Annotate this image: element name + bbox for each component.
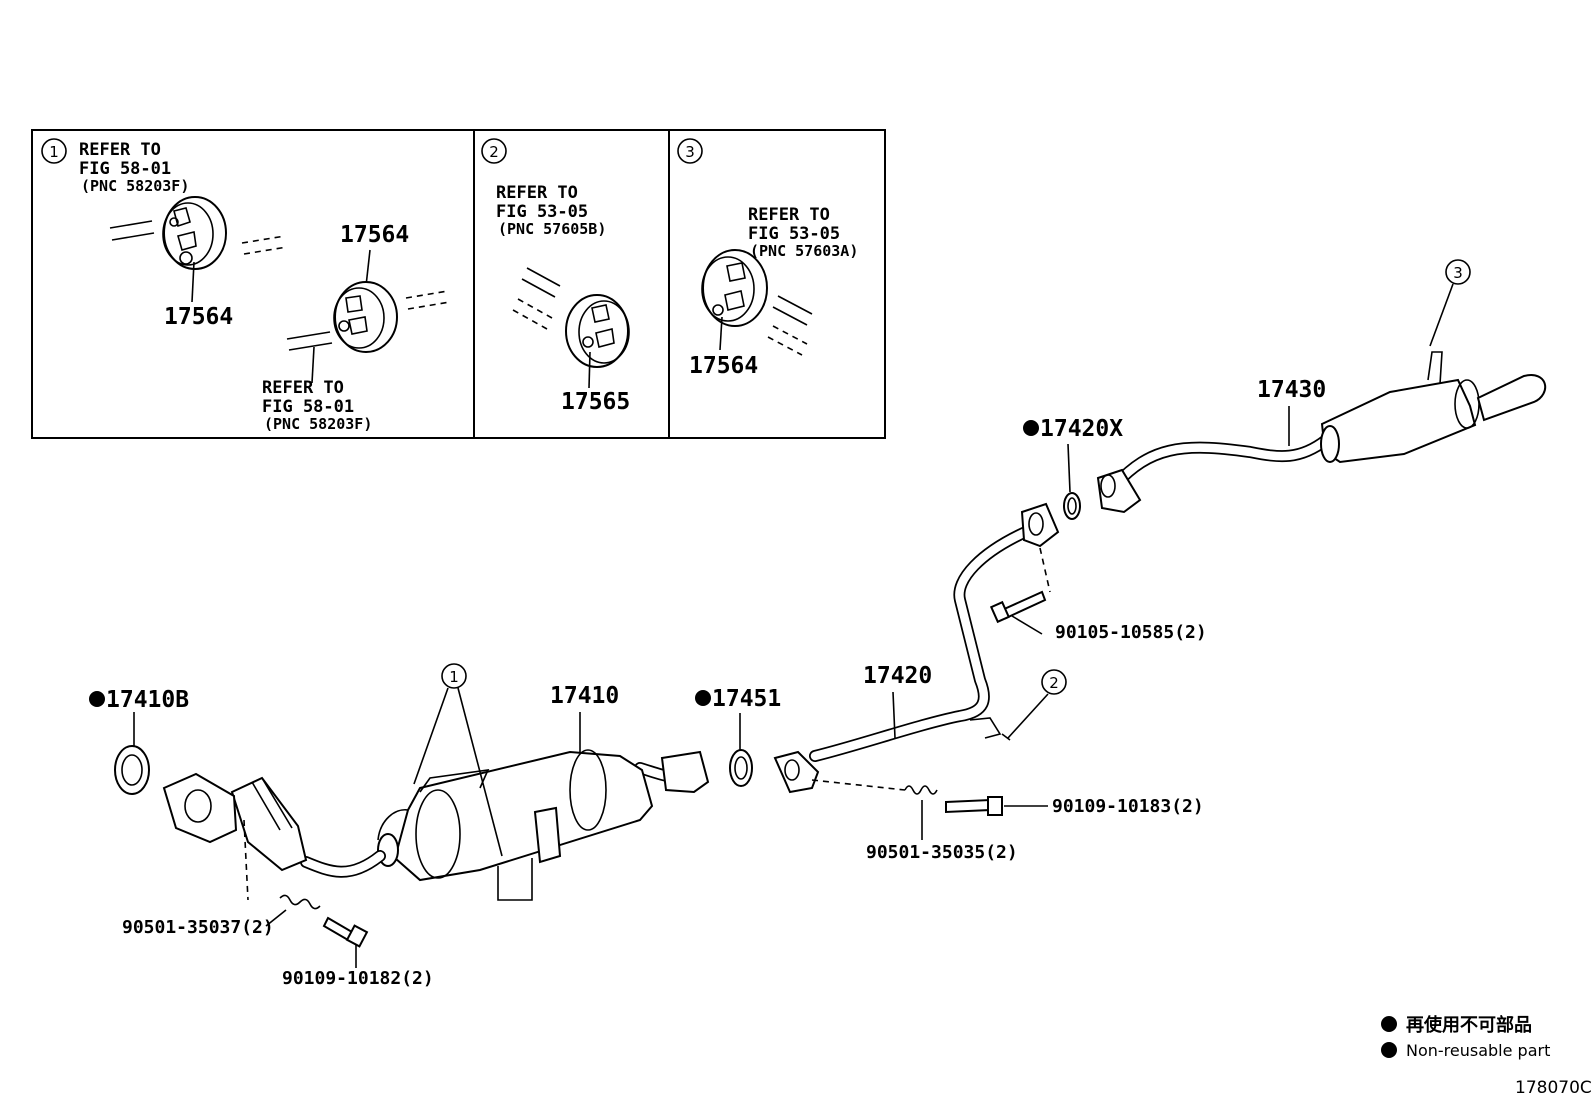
- leader-line: [413, 687, 449, 785]
- inset-1-part-a: 17564: [164, 304, 233, 330]
- part-17451: 17451: [712, 686, 781, 712]
- leader-line: [1429, 283, 1454, 347]
- leader-line: [1007, 693, 1049, 739]
- converter-body: [393, 750, 654, 882]
- spring-icon: [811, 779, 938, 795]
- bolt-icon: [989, 547, 1051, 624]
- inset-2-number: 2: [489, 143, 499, 161]
- inset-3-ref-line1: REFER TO: [748, 205, 830, 225]
- leader-line: [457, 687, 503, 857]
- rubber-hanger-icon: [565, 294, 630, 368]
- alignment-line: [243, 819, 249, 901]
- non-reusable-dot: [1023, 420, 1039, 436]
- callout-2-circle: [1041, 669, 1067, 695]
- inset-2-ref-line3: (PNC 57605B): [498, 220, 606, 238]
- converter-inlet-cone: [230, 776, 308, 872]
- fastener-90501-35035: 90501-35035(2): [866, 842, 1018, 863]
- callout-3-circle: [1445, 259, 1471, 285]
- leader-line: [265, 909, 287, 927]
- flange: [162, 772, 238, 844]
- inset-frame: [31, 129, 886, 439]
- leader-line: [719, 316, 723, 351]
- leader-line: [1067, 443, 1071, 493]
- non-reusable-dot: [89, 691, 105, 707]
- inset-1: 1 REFER TO FIG 58-01 (PNC 58203F) 17564 …: [41, 138, 451, 433]
- inset-3: 3 REFER TO FIG 53-05 (PNC 57603A) 17564: [677, 138, 858, 379]
- part-17410B: 17410B: [106, 687, 189, 713]
- inset-1-ref-b-line2: FIG 58-01: [262, 397, 354, 417]
- spring-icon: [279, 894, 321, 910]
- inset-panel: 1 REFER TO FIG 58-01 (PNC 58203F) 17564 …: [31, 129, 886, 439]
- part-17420: 17420: [863, 663, 932, 689]
- inset-1-ref-a-line3: (PNC 58203F): [81, 177, 189, 195]
- callout-1-number: 1: [449, 668, 459, 686]
- fastener-90109-10183: 90109-10183(2): [1052, 796, 1204, 817]
- leader-line: [365, 249, 371, 287]
- inset-1-ref-a-line2: FIG 58-01: [79, 159, 171, 179]
- part-17410: 17410: [550, 683, 619, 709]
- leader-line: [1011, 615, 1043, 635]
- inset-1-ref-b-line1: REFER TO: [262, 378, 344, 398]
- inset-2-ref-line1: REFER TO: [496, 183, 578, 203]
- inset-2-number-circle: [481, 138, 507, 164]
- hanger-rod-icon: [512, 267, 561, 330]
- inset-1-number: 1: [49, 143, 59, 161]
- non-reusable-dot: [1381, 1042, 1397, 1058]
- figure-id: 178070C: [1515, 1078, 1592, 1098]
- gasket-ring-icon: [114, 745, 150, 795]
- bolt-icon: [945, 796, 1003, 816]
- flange: [1020, 502, 1060, 548]
- non-reusable-dot: [695, 690, 711, 706]
- center-pipe-assembly: [773, 502, 1060, 794]
- leader-line: [191, 261, 195, 303]
- fastener-90109-10182: 90109-10182(2): [282, 968, 434, 989]
- inset-3-ref-line3: (PNC 57603A): [750, 242, 858, 260]
- gasket-ring-icon: [1063, 492, 1081, 520]
- tail-pipe-assembly: [1096, 351, 1547, 514]
- inset-2-ref-line2: FIG 53-05: [496, 202, 588, 222]
- inset-2-part: 17565: [561, 389, 630, 415]
- flange: [1096, 468, 1142, 514]
- inset-1-ref-a-line1: REFER TO: [79, 140, 161, 160]
- rubber-hanger-icon: [333, 281, 398, 353]
- fastener-90105-10585: 90105-10585(2): [1055, 622, 1207, 643]
- inset-3-part: 17564: [689, 353, 758, 379]
- leader-line: [311, 346, 315, 384]
- inset-3-ref-line2: FIG 53-05: [748, 224, 840, 244]
- bolt-icon: [322, 916, 369, 948]
- legend-english: Non-reusable part: [1406, 1041, 1550, 1060]
- rubber-hanger-icon: [162, 196, 227, 270]
- part-17430: 17430: [1257, 377, 1326, 403]
- inset-3-number-circle: [677, 138, 703, 164]
- legend: 再使用不可部品 Non-reusable part: [1381, 1014, 1550, 1060]
- muffler-body: [1320, 378, 1477, 464]
- inset-2: 2 REFER TO FIG 53-05 (PNC 57605B) 17565: [481, 138, 630, 415]
- fastener-90501-35037: 90501-35037(2): [122, 917, 274, 938]
- callout-2-number: 2: [1049, 674, 1059, 692]
- inset-1-ref-b-line3: (PNC 58203F): [264, 415, 372, 433]
- hanger-rod-icon: [286, 290, 451, 351]
- tail-pipe-tip: [1476, 374, 1547, 422]
- hanger-rod-icon: [109, 220, 288, 255]
- inset-3-number: 3: [685, 143, 695, 161]
- hanger-rod-icon: [767, 295, 813, 356]
- flange: [660, 750, 710, 794]
- inset-1-number-circle: [41, 138, 67, 164]
- part-17420X: 17420X: [1040, 416, 1123, 442]
- callout-3-number: 3: [1453, 264, 1463, 282]
- rubber-hanger-icon: [701, 249, 768, 327]
- callout-1-circle: [441, 663, 467, 689]
- gasket-ring-icon: [729, 749, 753, 787]
- legend-japanese: 再使用不可部品: [1406, 1014, 1532, 1036]
- inset-1-part-b: 17564: [340, 222, 409, 248]
- leader-line: [892, 691, 896, 739]
- leader-line: [588, 351, 591, 389]
- converter-assembly: [162, 749, 710, 901]
- non-reusable-dot: [1381, 1016, 1397, 1032]
